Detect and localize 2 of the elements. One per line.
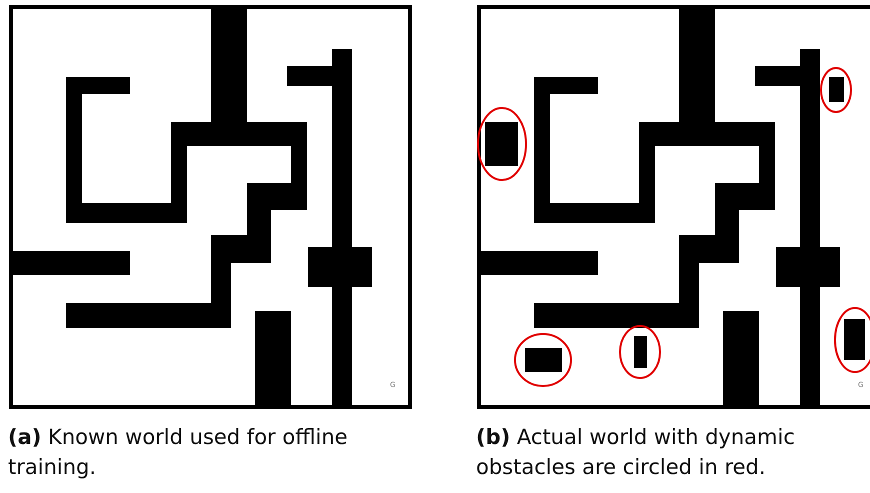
figure-caption: (b) Actual world with dynamic obstacles are circled in red. <box>476 424 796 481</box>
figure-caption: (a) Known world used for offline training. <box>8 424 349 481</box>
